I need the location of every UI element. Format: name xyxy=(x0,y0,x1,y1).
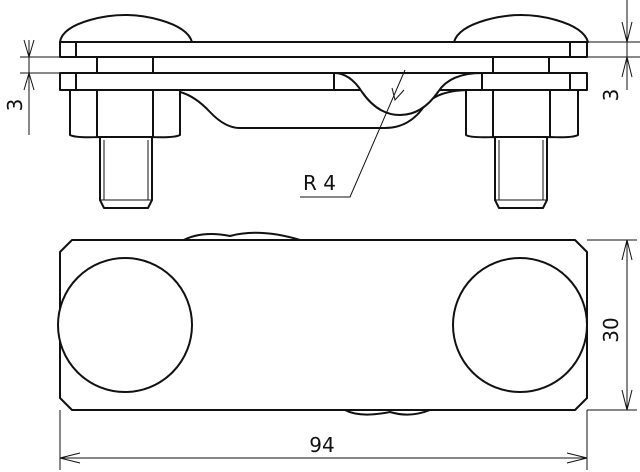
dimension-right-thickness: 3 xyxy=(587,0,640,101)
side-view xyxy=(59,14,589,209)
dimension-label-right-3: 3 xyxy=(599,89,623,102)
left-dome-head xyxy=(59,14,193,43)
left-bolt-head xyxy=(57,257,193,393)
radius-label: R 4 xyxy=(303,171,336,195)
right-nut xyxy=(465,89,579,140)
strip-edge-top xyxy=(179,231,301,243)
upper-plate xyxy=(59,41,588,58)
strip-edge-bottom xyxy=(344,409,431,416)
dimension-width: 30 xyxy=(587,239,637,411)
radius-leader: R 4 xyxy=(300,69,406,198)
plate-outline xyxy=(59,239,588,411)
dimension-left-thickness: 3 xyxy=(3,39,60,135)
right-dome-head xyxy=(453,14,589,43)
right-bolt-shank xyxy=(494,136,548,209)
dimension-length: 94 xyxy=(59,410,588,470)
left-nut xyxy=(69,89,181,140)
dimension-label-94: 94 xyxy=(309,433,334,457)
corrugated-strip-bend xyxy=(333,72,483,116)
dimension-label-left-3: 3 xyxy=(3,99,27,112)
top-view xyxy=(57,231,588,416)
right-spacer xyxy=(492,56,550,74)
lower-plate xyxy=(59,72,588,91)
left-bolt-shank xyxy=(99,136,153,209)
right-bolt-head xyxy=(452,257,588,393)
left-spacer xyxy=(96,56,154,74)
dimension-label-30: 30 xyxy=(599,317,623,342)
